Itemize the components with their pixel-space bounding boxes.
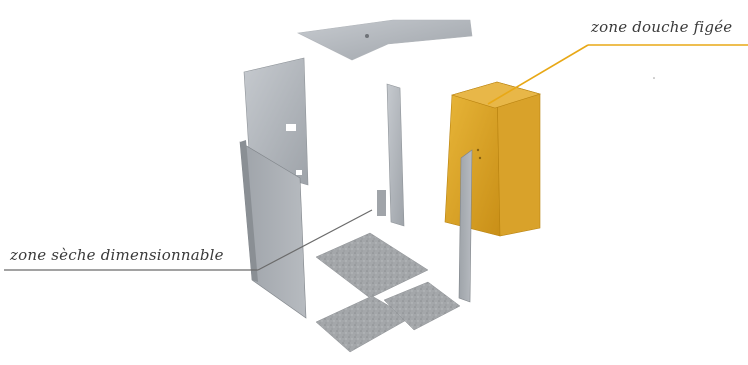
- shower-zone-panels: [445, 82, 540, 236]
- floor-tiles: [316, 233, 460, 352]
- right-front-post: [459, 150, 472, 302]
- dry-zone-label: zone sèche dimensionnable: [10, 246, 224, 264]
- center-column-panel: [377, 84, 404, 226]
- stray-speck: [653, 77, 655, 79]
- ceiling-panel: [298, 20, 472, 60]
- wet-zone-label: zone douche figée: [591, 18, 732, 36]
